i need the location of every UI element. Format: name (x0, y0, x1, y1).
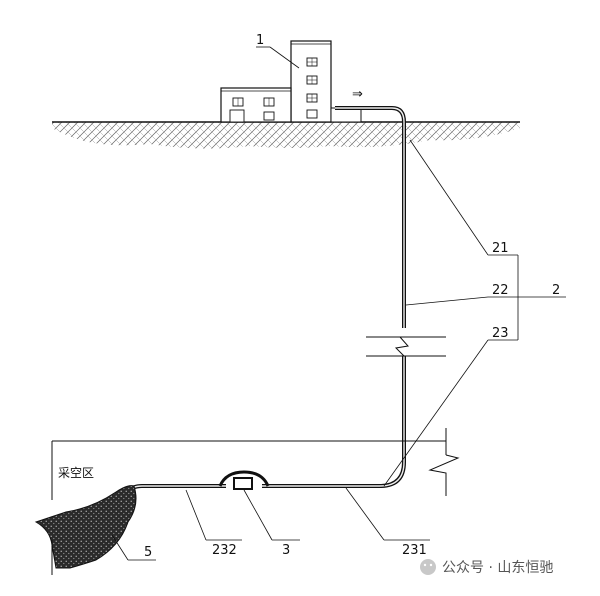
leader-lines (111, 46, 566, 561)
flow-arrow: ⇒ (352, 87, 363, 102)
label-pipe-23: 23 (492, 326, 509, 341)
label-device-3: 3 (282, 543, 290, 558)
label-pipe-21: 21 (492, 241, 509, 256)
label-pipe-system: 2 (552, 283, 560, 298)
label-building: 1 (256, 33, 264, 48)
watermark: 公众号 · 山东恒驰 (420, 559, 553, 576)
device-3 (218, 470, 270, 490)
pipe-line (126, 106, 406, 494)
underground-roof (51, 428, 460, 500)
ground-surface (52, 121, 520, 149)
label-pipe-232: 232 (212, 543, 237, 558)
building (220, 40, 362, 123)
label-goaf-5: 5 (144, 545, 152, 560)
label-pipe-231: 231 (402, 543, 427, 558)
shaft-break-symbol (366, 336, 446, 357)
watermark-text: 公众号 · 山东恒驰 (442, 560, 553, 576)
label-goaf-area: 采空区 (58, 466, 94, 480)
label-pipe-22: 22 (492, 283, 509, 298)
goaf-rubble (34, 485, 137, 575)
